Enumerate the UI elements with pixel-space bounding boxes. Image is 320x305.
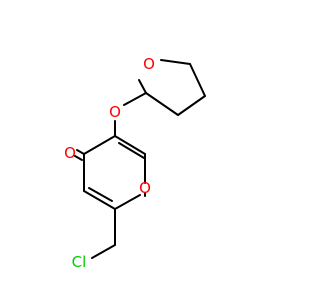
- bond-c5-c6-inner: [118, 142, 145, 159]
- bond-thf-c5-c4: [189, 63, 206, 97]
- bond-thf-c3-c2: [145, 92, 179, 116]
- bond-ch2-cl: [91, 244, 116, 259]
- molecule-drawing: O O O O Cl: [0, 0, 300, 300]
- chlorine-label: Cl: [72, 253, 87, 271]
- thf-oxygen-label: O: [143, 55, 155, 73]
- bond-c2-c3-inner: [88, 187, 113, 202]
- bond-thf-c4-c3: [177, 95, 206, 116]
- bonds: [74, 59, 206, 259]
- ring-oxygen-label: O: [139, 179, 151, 197]
- bond-c4-c5: [83, 135, 116, 155]
- bond-c2-c3: [83, 190, 116, 210]
- bond-c4-o-a: [76, 149, 85, 155]
- bond-c5-c6: [114, 135, 146, 155]
- background: [0, 0, 300, 300]
- bond-thf-o-c5: [160, 59, 191, 65]
- carbonyl-oxygen-label: O: [64, 144, 76, 162]
- bond-oether-c2thf: [123, 92, 147, 106]
- bond-o1-c2: [114, 194, 141, 210]
- bond-thf-c2-o: [138, 79, 147, 94]
- structure-canvas: O O O O Cl: [0, 0, 300, 300]
- ether-oxygen-label: O: [109, 103, 121, 121]
- bond-c4-o-b: [74, 155, 83, 161]
